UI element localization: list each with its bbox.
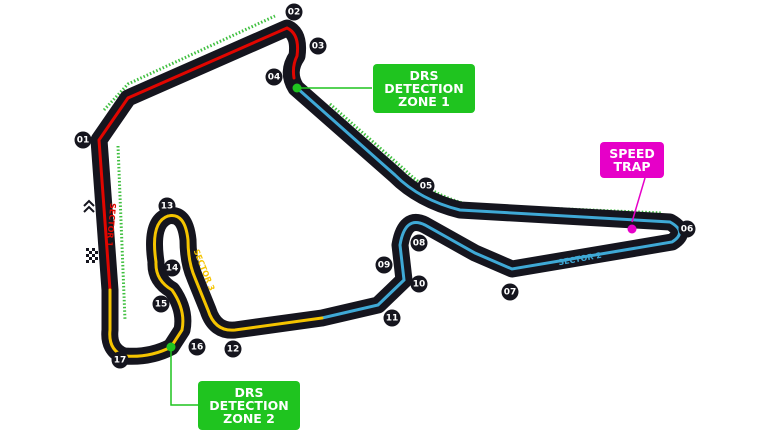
turn-marker-circle <box>74 131 92 149</box>
turn-marker-circle <box>152 295 170 313</box>
turn-number: 17 <box>114 356 127 366</box>
flag-square <box>95 251 98 254</box>
turn-marker-circle <box>417 177 435 195</box>
turn-number: 16 <box>191 343 204 353</box>
turn-number: 08 <box>413 239 426 249</box>
turn-number: 01 <box>77 136 90 146</box>
drs-activation-zone-line <box>116 145 127 321</box>
turn-marker-circle <box>285 3 303 21</box>
drs-zone-2-line3: ZONE 2 <box>223 411 275 426</box>
drs-zone-2-point <box>166 342 176 352</box>
sector-1-label: SECTOR 1 <box>105 203 118 248</box>
turn-marker-16: 16 <box>188 338 206 356</box>
drs-zone-1-point <box>292 83 302 93</box>
turn-number: 12 <box>227 345 240 355</box>
flag-square <box>95 257 98 260</box>
flag-square <box>92 248 95 251</box>
flag-square <box>89 251 92 254</box>
flag-square <box>89 257 92 260</box>
turn-number: 02 <box>288 8 301 18</box>
turn-number: 09 <box>378 261 391 271</box>
drs-activation-zones <box>102 14 663 321</box>
turn-marker-10: 10 <box>410 275 428 293</box>
turn-marker-11: 11 <box>383 309 401 327</box>
sector-2-line <box>295 86 681 320</box>
flag-square <box>86 260 89 263</box>
drs-zone-1-line1: DRS <box>409 68 438 83</box>
drs-zone-2-line1: DRS <box>234 385 263 400</box>
speed-trap-connector <box>631 177 646 223</box>
turn-marker-14: 14 <box>163 259 181 277</box>
drs-zone-2-line2: DETECTION <box>209 398 288 413</box>
turn-marker-circle <box>309 37 327 55</box>
turn-number: 14 <box>166 264 179 274</box>
turn-marker-circle <box>501 283 519 301</box>
turn-marker-01: 01 <box>74 131 92 149</box>
speed-trap-line1: SPEED <box>609 146 655 161</box>
turn-marker-07: 07 <box>501 283 519 301</box>
turn-marker-12: 12 <box>224 340 242 358</box>
sector-3-line <box>108 214 324 358</box>
turn-marker-05: 05 <box>417 177 435 195</box>
speed-trap-box: SPEED TRAP <box>600 142 664 178</box>
turn-marker-circle <box>158 197 176 215</box>
turn-marker-circle <box>163 259 181 277</box>
direction-chevrons-icon <box>83 199 95 213</box>
flag-square <box>92 254 95 257</box>
turn-marker-13: 13 <box>158 197 176 215</box>
turn-marker-circle <box>410 275 428 293</box>
drs-zone-1-line3: ZONE 1 <box>398 94 450 109</box>
turn-marker-circle <box>383 309 401 327</box>
turn-markers: 01 02 03 04 05 06 07 08 09 10 11 12 13 14 15 16 17 <box>74 3 696 369</box>
turn-marker-08: 08 <box>410 234 428 252</box>
turn-marker-circle <box>678 220 696 238</box>
turn-number: 05 <box>420 182 433 192</box>
speed-trap-point <box>627 224 637 234</box>
turn-marker-circle <box>111 351 129 369</box>
sector-1-line <box>97 26 299 292</box>
flag-square <box>92 260 95 263</box>
turn-marker-circle <box>375 256 393 274</box>
turn-marker-09: 09 <box>375 256 393 274</box>
turn-number: 11 <box>386 314 399 324</box>
turn-marker-04: 04 <box>265 68 283 86</box>
turn-number: 03 <box>312 42 325 52</box>
turn-number: 06 <box>681 225 694 235</box>
turn-marker-15: 15 <box>152 295 170 313</box>
turn-marker-circle <box>265 68 283 86</box>
drs-activation-zone-line <box>102 14 276 112</box>
turn-marker-17: 17 <box>111 351 129 369</box>
start-finish-flag-icon <box>86 248 98 263</box>
turn-marker-03: 03 <box>309 37 327 55</box>
turn-number: 07 <box>504 288 517 298</box>
drs-zone-2-connector <box>170 347 198 406</box>
drs-detection-zone-1-box: DRS DETECTION ZONE 1 <box>373 64 475 113</box>
speed-trap-line2: TRAP <box>614 159 651 174</box>
turn-number: 13 <box>161 202 174 212</box>
turn-number: 10 <box>413 280 426 290</box>
flag-square <box>86 254 89 257</box>
turn-marker-06: 06 <box>678 220 696 238</box>
flag-square <box>86 248 89 251</box>
turn-number: 04 <box>268 73 281 83</box>
turn-marker-02: 02 <box>285 3 303 21</box>
turn-number: 15 <box>155 300 168 310</box>
drs-zone-1-line2: DETECTION <box>384 81 463 96</box>
turn-marker-circle <box>224 340 242 358</box>
turn-marker-circle <box>188 338 206 356</box>
turn-marker-circle <box>410 234 428 252</box>
drs-detection-zone-2-box: DRS DETECTION ZONE 2 <box>198 381 300 430</box>
